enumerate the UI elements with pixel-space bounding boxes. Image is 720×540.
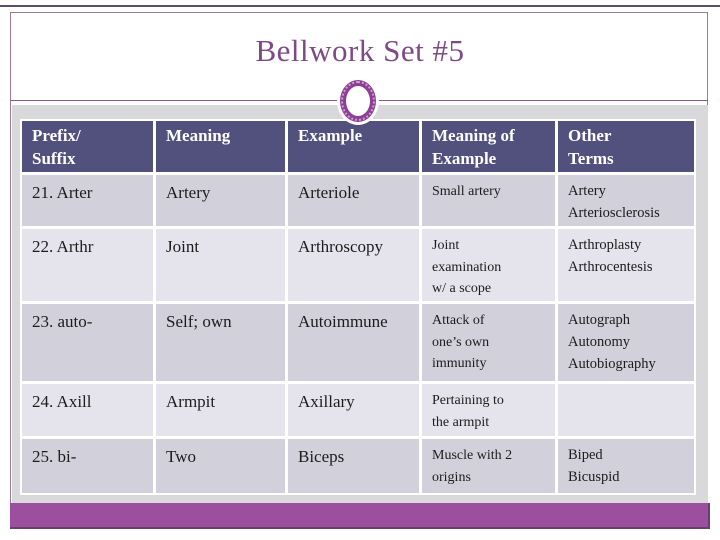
table-cell: 21. Arter (22, 175, 153, 226)
table-cell: Small artery (422, 175, 555, 226)
table-cell: Biceps (288, 439, 419, 493)
table-cell: Joint (156, 229, 285, 301)
table-cell: 23. auto- (22, 304, 153, 381)
slide-title: Bellwork Set #5 (255, 33, 465, 68)
bottom-accent-bar (10, 503, 710, 529)
table-cell: Biped Bicuspid (558, 439, 694, 493)
top-accent-line (0, 5, 720, 7)
table-cell: 24. Axill (22, 384, 153, 436)
table-cell: Artery Arteriosclerosis (558, 175, 694, 226)
table-cell: Arteriole (288, 175, 419, 226)
table-cell: Armpit (156, 384, 285, 436)
table-cell: Axillary (288, 384, 419, 436)
header-cell: Other Terms (558, 121, 694, 172)
table-cell: Attack of one’s own immunity (422, 304, 555, 381)
table-cell: 25. bi- (22, 439, 153, 493)
table-cell: Artery (156, 175, 285, 226)
table-cell (558, 384, 694, 436)
table-cell: 22. Arthr (22, 229, 153, 301)
table-cell: Arthroplasty Arthrocentesis (558, 229, 694, 301)
header-cell: Prefix/ Suffix (22, 121, 153, 172)
header-cell: Meaning (156, 121, 285, 172)
table-cell: Joint examination w/ a scope (422, 229, 555, 301)
table-cell: Muscle with 2 origins (422, 439, 555, 493)
header-cell: Meaning of Example (422, 121, 555, 172)
table-cell: Pertaining to the armpit (422, 384, 555, 436)
circle-ornament-icon (340, 80, 376, 122)
table-cell: Autograph Autonomy Autobiography (558, 304, 694, 381)
table-cell: Arthroscopy (288, 229, 419, 301)
table-cell: Two (156, 439, 285, 493)
table-cell: Autoimmune (288, 304, 419, 381)
header-cell: Example (288, 121, 419, 172)
table-cell: Self; own (156, 304, 285, 381)
